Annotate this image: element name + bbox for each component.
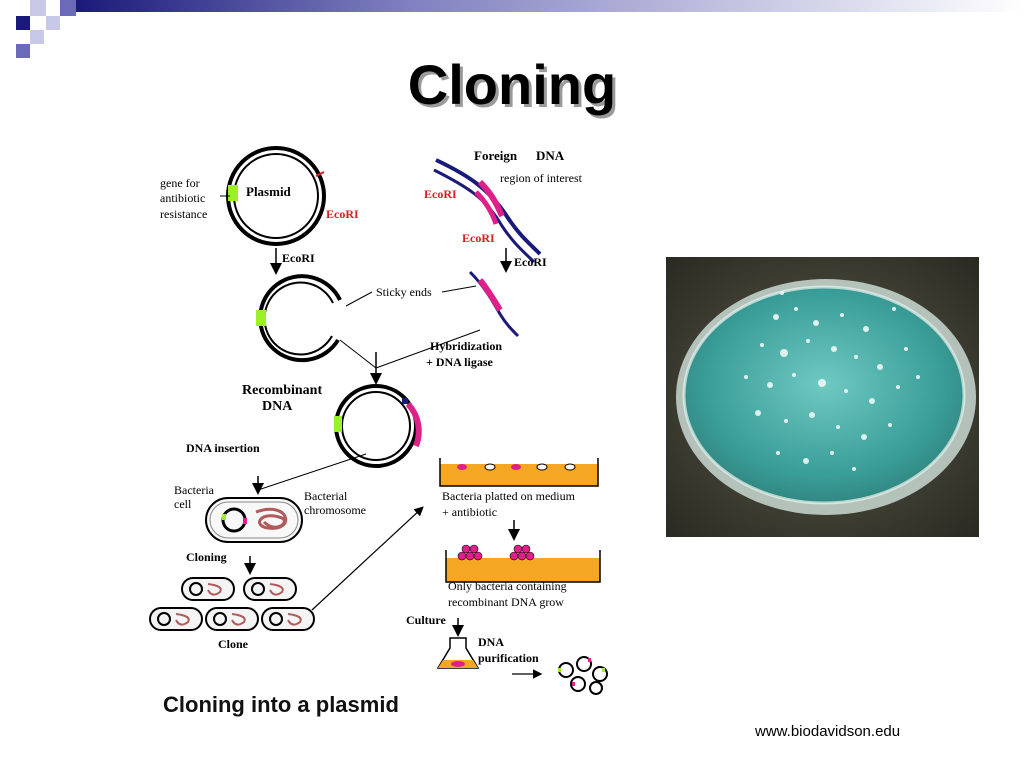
plate-medium-2: [445, 544, 601, 583]
opened-plasmid: [256, 274, 342, 363]
only-label-1: Only bacteria containing: [448, 579, 567, 593]
cloning-label: Cloning: [186, 550, 227, 564]
cloning-diagram: Plasmid gene for antibiotic resistance E…: [149, 146, 608, 695]
plated-label-1: Bacteria platted on medium: [442, 489, 576, 503]
gene-label-2: antibiotic: [160, 191, 205, 205]
purified-plasmid-marks: [558, 658, 605, 686]
ecori-label-foreign-1: EcoRI: [424, 187, 457, 201]
plasmid-label: Plasmid: [246, 184, 292, 199]
ecori-label-cut: EcoRI: [282, 251, 315, 265]
plate-medium-1: [439, 458, 599, 487]
recombinant-label: Recombinant: [242, 383, 322, 398]
gene-label-1: gene for: [160, 176, 200, 190]
chromosome-label: chromosome: [304, 503, 366, 517]
hybridization-label: Hybridization: [430, 339, 502, 353]
ecori-label-foreign-cut: EcoRI: [514, 255, 547, 269]
ligase-label: + DNA ligase: [426, 355, 494, 369]
purified-plasmids: [558, 656, 608, 695]
only-label-2: recombinant DNA grow: [448, 595, 564, 609]
petri-dish-photo: [666, 257, 979, 537]
purification-label-1: DNA: [478, 635, 504, 649]
recombinant-plasmid: [334, 384, 422, 468]
clone-plasmids: [157, 582, 283, 626]
clone-label: Clone: [218, 637, 249, 651]
diagram-caption: Cloning into a plasmid: [163, 692, 399, 717]
bacterial-colonies: [744, 291, 920, 471]
dna-insertion-label: DNA insertion: [186, 441, 260, 455]
foreign-dna-strand: [433, 158, 542, 264]
bacteria-label: Bacteria: [174, 483, 215, 497]
dna-label-foreign: DNA: [536, 148, 565, 163]
source-credit: www.biodavidson.edu: [755, 723, 901, 740]
slide-title: Cloning: [407, 53, 617, 116]
gene-label-3: resistance: [160, 207, 207, 221]
cell-label: cell: [174, 497, 192, 511]
top-bar: [76, 0, 1024, 12]
flask-icon: [436, 637, 480, 669]
dna-label-recombinant: DNA: [262, 399, 293, 414]
plated-label-2: + antibiotic: [442, 505, 497, 519]
culture-label: Culture: [406, 613, 446, 627]
corner-decoration: [0, 0, 80, 60]
ecori-label-foreign-2: EcoRI: [462, 231, 495, 245]
foreign-label: Foreign: [474, 148, 518, 163]
purification-label-2: purification: [478, 651, 539, 665]
sticky-ends-label: Sticky ends: [376, 285, 432, 299]
bacteria-cell: [205, 497, 303, 543]
dna-insert: [468, 270, 520, 338]
bacterial-label: Bacterial: [304, 489, 348, 503]
clone-chromosomes: [175, 583, 302, 626]
ecori-label-plasmid: EcoRI: [326, 207, 359, 221]
region-label: region of interest: [500, 171, 583, 185]
